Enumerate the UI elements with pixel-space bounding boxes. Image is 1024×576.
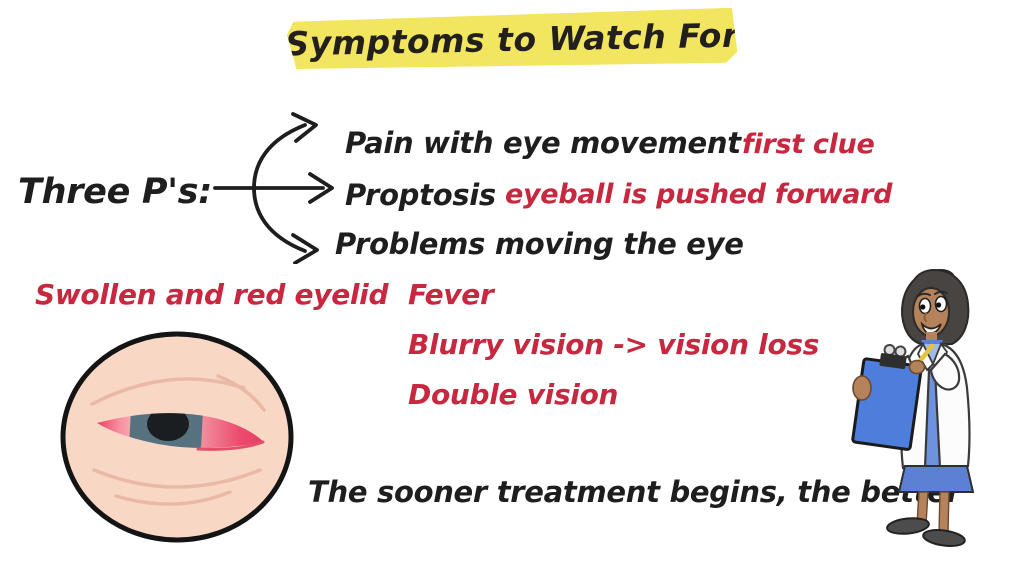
annotation-proptosis: eyeball is pushed forward xyxy=(505,179,893,210)
three-ps-label: Three P's: xyxy=(18,172,212,212)
doctor-hand-grip xyxy=(852,375,872,401)
doctor-shoe-left xyxy=(886,517,930,535)
page-title: Symptoms to Watch For xyxy=(284,15,740,64)
doctor-arm-right xyxy=(929,352,961,391)
arrowhead-top xyxy=(291,112,318,143)
doctor-hair-front xyxy=(912,274,960,304)
eyelid-creases xyxy=(90,374,266,506)
clipboard-clip xyxy=(879,353,907,370)
arrowhead-middle xyxy=(308,172,334,204)
symptom-proptosis: Proptosis xyxy=(345,178,496,212)
doctor-nose xyxy=(923,312,927,322)
doctor-skirt xyxy=(897,465,975,493)
branch-arc xyxy=(252,123,307,253)
doctor-with-clipboard-illustration xyxy=(851,268,975,547)
lower-lash-line xyxy=(196,440,265,451)
doctor-neck xyxy=(926,332,937,343)
arrowhead-bottom xyxy=(291,233,319,264)
symptom-pain: Pain with eye movement xyxy=(345,126,741,160)
doctor-hand-writing xyxy=(908,359,926,375)
symptom-swollen-eyelid: Swollen and red eyelid xyxy=(35,278,389,311)
doctor-shoe-right xyxy=(922,529,966,547)
three-ps-branch-arrows xyxy=(213,112,334,264)
symptom-problems-moving: Problems moving the eye xyxy=(335,227,744,261)
pupil xyxy=(147,413,189,441)
swollen-eye-illustration xyxy=(60,331,294,543)
title-highlight-band: Symptoms to Watch For xyxy=(287,8,738,72)
doctor-eyes xyxy=(917,290,948,315)
symptom-fever: Fever xyxy=(408,278,494,311)
doctor-smile xyxy=(920,321,942,335)
doctor-hair-side xyxy=(946,292,960,340)
annotation-first-clue: first clue xyxy=(742,129,875,160)
symptom-double-vision: Double vision xyxy=(408,378,619,411)
takeaway-text: The sooner treatment begins, the better xyxy=(308,475,961,509)
doctor-leg-right xyxy=(938,491,950,533)
symptom-blurry-vision: Blurry vision -> vision loss xyxy=(408,328,820,361)
